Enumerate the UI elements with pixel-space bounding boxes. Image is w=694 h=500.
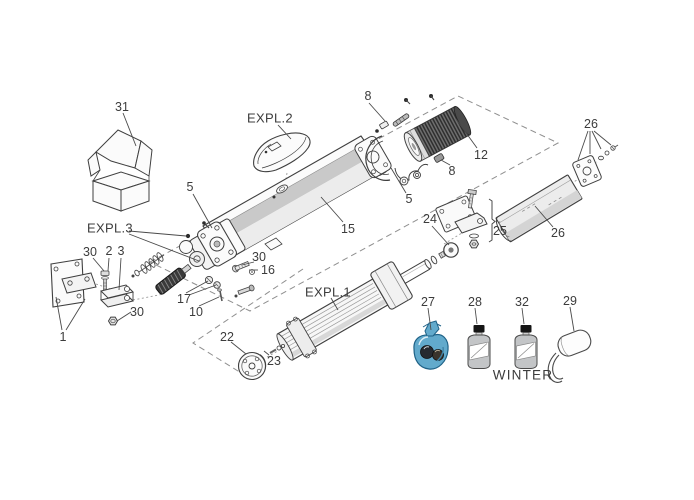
callout-15: 15 (341, 221, 355, 236)
callout-32: 32 (515, 294, 529, 309)
callout-29: 29 (563, 293, 577, 308)
cover-expl2 (253, 132, 311, 173)
callout-expl3: EXPL.3 (87, 220, 133, 236)
packaging-box-31 (87, 129, 153, 212)
callout-expl2: EXPL.2 (247, 110, 293, 126)
motor-cable (394, 163, 429, 186)
callout-30-c: 30 (130, 304, 144, 319)
callout-24: 24 (423, 211, 437, 226)
end-cap-right-5 (354, 135, 392, 181)
bottle-winter-caption: WINTER (492, 367, 554, 383)
callout-22: 22 (220, 329, 234, 344)
dashed-boundary-lower (192, 268, 304, 377)
callout-30-a: 30 (83, 244, 97, 259)
callout-31: 31 (115, 99, 129, 114)
ball-joint-24 (443, 242, 459, 258)
hardware-bag-27 (413, 320, 449, 370)
callout-17: 17 (177, 291, 191, 306)
front-bracket-25 (435, 189, 496, 249)
oil-bottle-28 (467, 325, 491, 369)
callout-16: 16 (261, 262, 275, 277)
callout-26-top: 26 (584, 116, 598, 131)
capacitor-29 (547, 329, 592, 383)
wall-bracket-1 (50, 258, 97, 308)
callout-10: 10 (189, 304, 203, 319)
callout-2: 2 (105, 243, 113, 258)
callout-1: 1 (59, 329, 67, 344)
end-flange-22 (237, 351, 267, 381)
gearbox-expl3 (131, 218, 246, 295)
callout-30-b: 30 (252, 249, 266, 264)
callout-26-bottom: 26 (551, 225, 565, 240)
callout-8-mid: 8 (448, 163, 456, 178)
callout-23: 23 (267, 353, 281, 368)
motor-12 (375, 94, 472, 162)
pins-8 (379, 113, 445, 163)
callout-12: 12 (474, 147, 488, 162)
oil-bottle-winter-32 (514, 325, 538, 369)
piston-assembly-expl1 (276, 249, 449, 361)
callout-25: 25 (493, 223, 507, 238)
callout-3: 3 (117, 243, 125, 258)
callout-5-left: 5 (186, 179, 194, 194)
clevis-assembly-2-3-30 (100, 270, 134, 326)
cover-profile-26 (495, 144, 619, 243)
fasteners-10-16-17-30 (204, 261, 255, 302)
callout-28: 28 (468, 294, 482, 309)
pins-23 (269, 343, 285, 354)
callout-27: 27 (421, 294, 435, 309)
leader-lines (55, 102, 612, 356)
callout-5-right: 5 (405, 191, 413, 206)
callout-8-top: 8 (364, 88, 372, 103)
callout-expl1: EXPL.1 (305, 284, 351, 300)
